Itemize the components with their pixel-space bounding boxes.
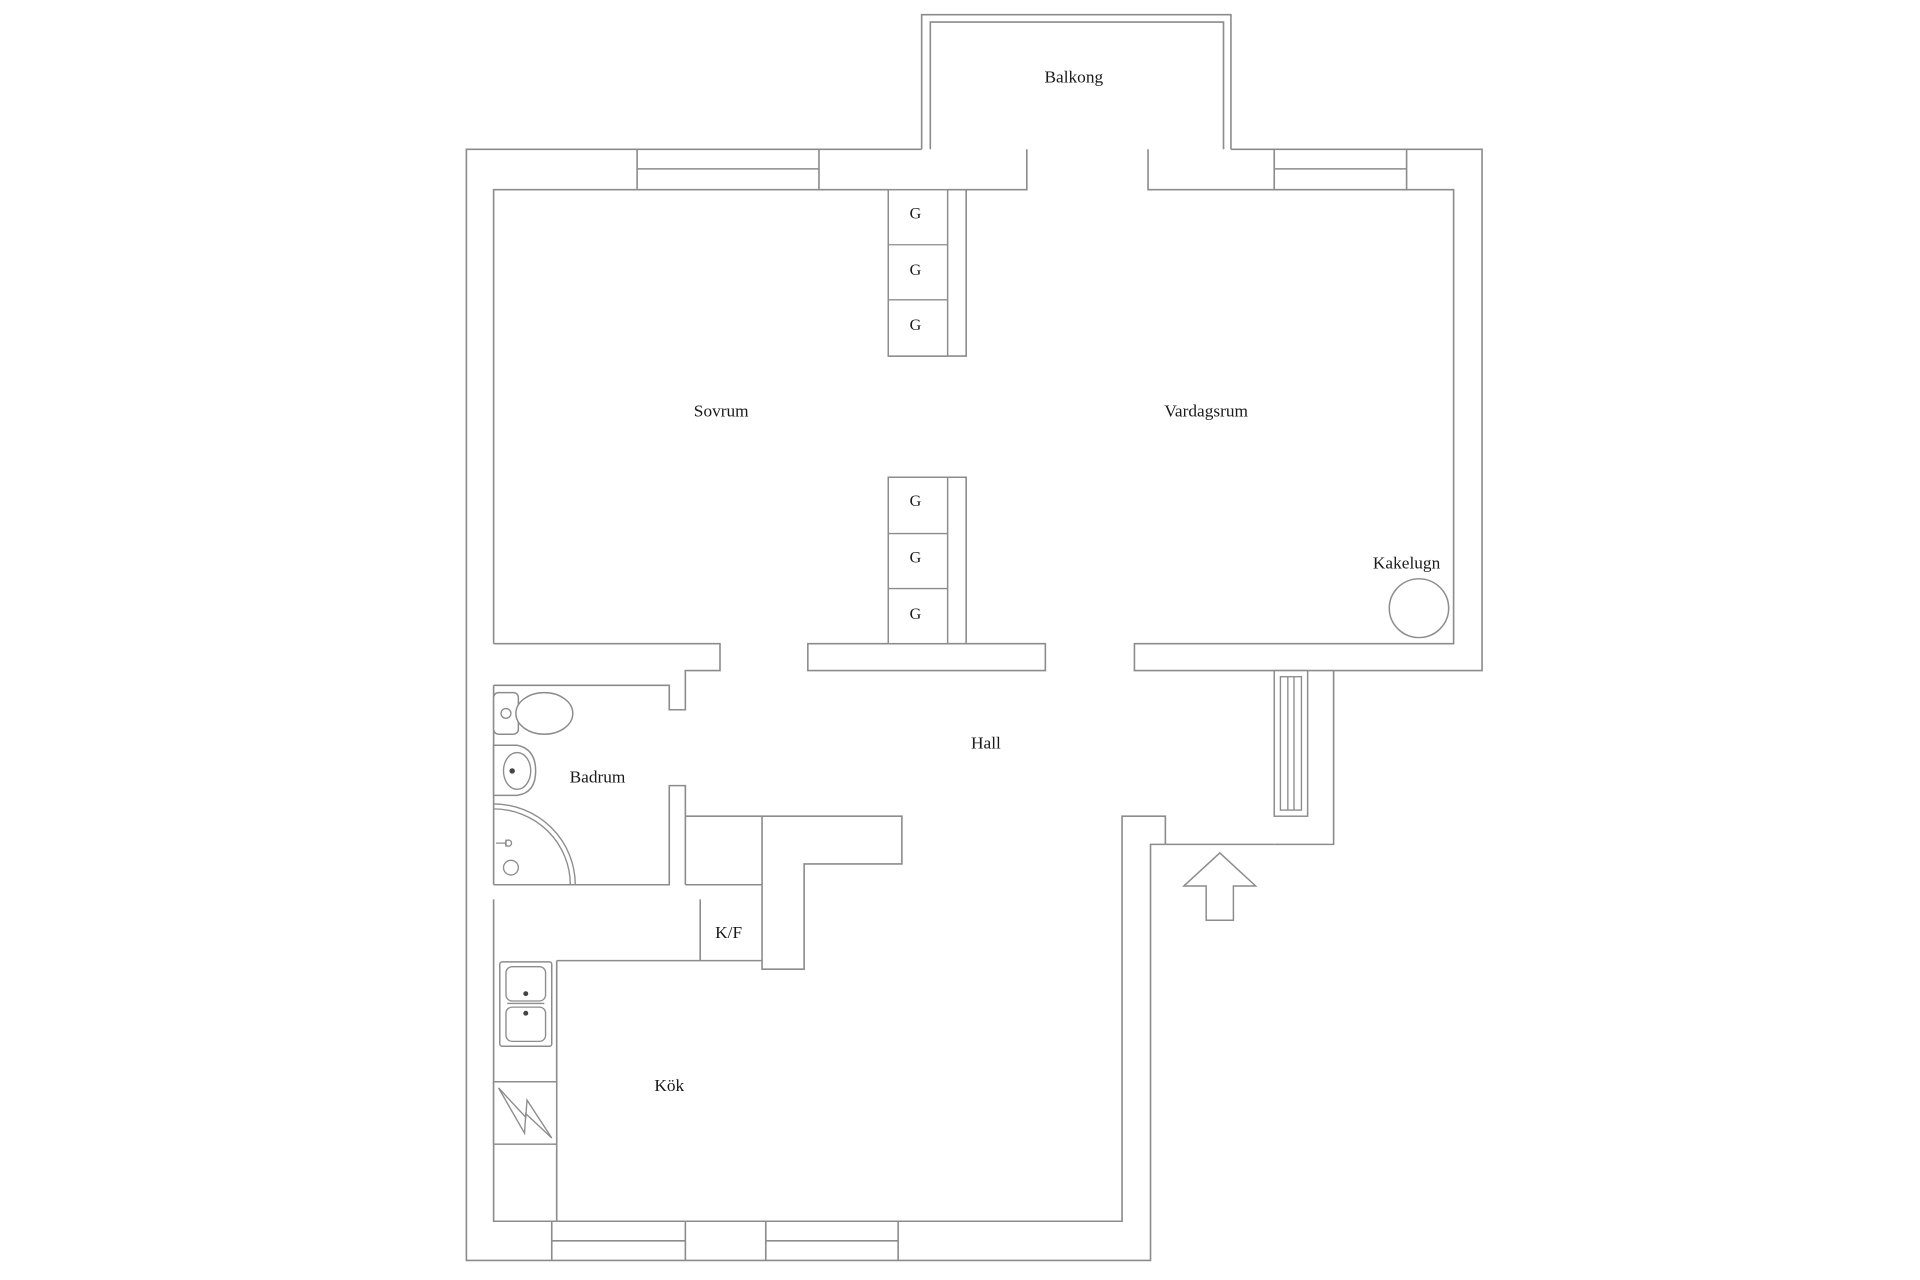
wardrobe-label: G <box>910 606 922 623</box>
wardrobe-label: G <box>910 493 922 510</box>
shower-icon <box>493 803 576 885</box>
wardrobe-label: G <box>910 262 922 279</box>
bedroom-label: Sovrum <box>694 402 749 421</box>
toilet-icon <box>492 691 574 735</box>
kitchen-counter <box>555 899 763 1222</box>
balcony-outer-rail <box>920 13 1232 150</box>
balcony-inner-rail <box>929 21 1225 150</box>
kitchen-sink-icon <box>499 961 553 1048</box>
entrance-arrow-icon <box>1182 851 1258 921</box>
wardrobe-top-dividers <box>888 244 948 301</box>
window-kitchen-right <box>764 1221 899 1261</box>
balcony <box>920 13 1232 150</box>
bedroom-bathroom-wall <box>493 642 721 711</box>
bathroom-right-wall <box>493 784 687 886</box>
window-kitchen-left <box>550 1221 687 1261</box>
wardrobe-label: G <box>910 206 922 223</box>
wash-basin-icon <box>492 744 537 797</box>
outer-walls <box>465 148 1483 1262</box>
window-bedroom <box>636 149 820 190</box>
balcony-label: Balkong <box>1044 68 1103 87</box>
wardrobe-bottom <box>887 476 949 645</box>
wardrobe-label: G <box>910 317 922 334</box>
wardrobe-bottom-dividers <box>888 532 948 590</box>
hall-wall-block <box>807 642 1047 672</box>
tiled-stove-icon <box>1388 578 1450 639</box>
wardrobes-bottom: G G G <box>887 476 949 645</box>
radiator-icon <box>1273 669 1309 817</box>
balcony-door-jamb-right <box>1133 149 1455 672</box>
tiled-stove-label: Kakelugn <box>1373 553 1441 572</box>
balcony-door-jamb-left <box>966 149 1028 191</box>
fridge-freezer-label: K/F <box>715 923 742 942</box>
wardrobe-top <box>887 188 949 357</box>
kitchen-label: Kök <box>654 1076 684 1095</box>
window-living-room <box>1273 149 1408 190</box>
kitchen-partition <box>685 815 903 970</box>
top-wall-inner-left <box>492 188 889 644</box>
wardrobe-label: G <box>910 550 922 567</box>
bottom-wall-inner <box>492 815 1167 1223</box>
bedroom-living-wall-bottom <box>947 476 967 644</box>
living-room-label: Vardagsrum <box>1164 402 1248 421</box>
bathroom-label: Badrum <box>570 768 626 787</box>
stove-icon <box>492 1081 558 1145</box>
windows <box>550 149 1408 1261</box>
outer-wall-outline <box>465 148 1483 1262</box>
wardrobes-top: G G G <box>887 188 949 357</box>
interior-walls <box>493 188 1047 970</box>
hall-label: Hall <box>971 733 1001 752</box>
